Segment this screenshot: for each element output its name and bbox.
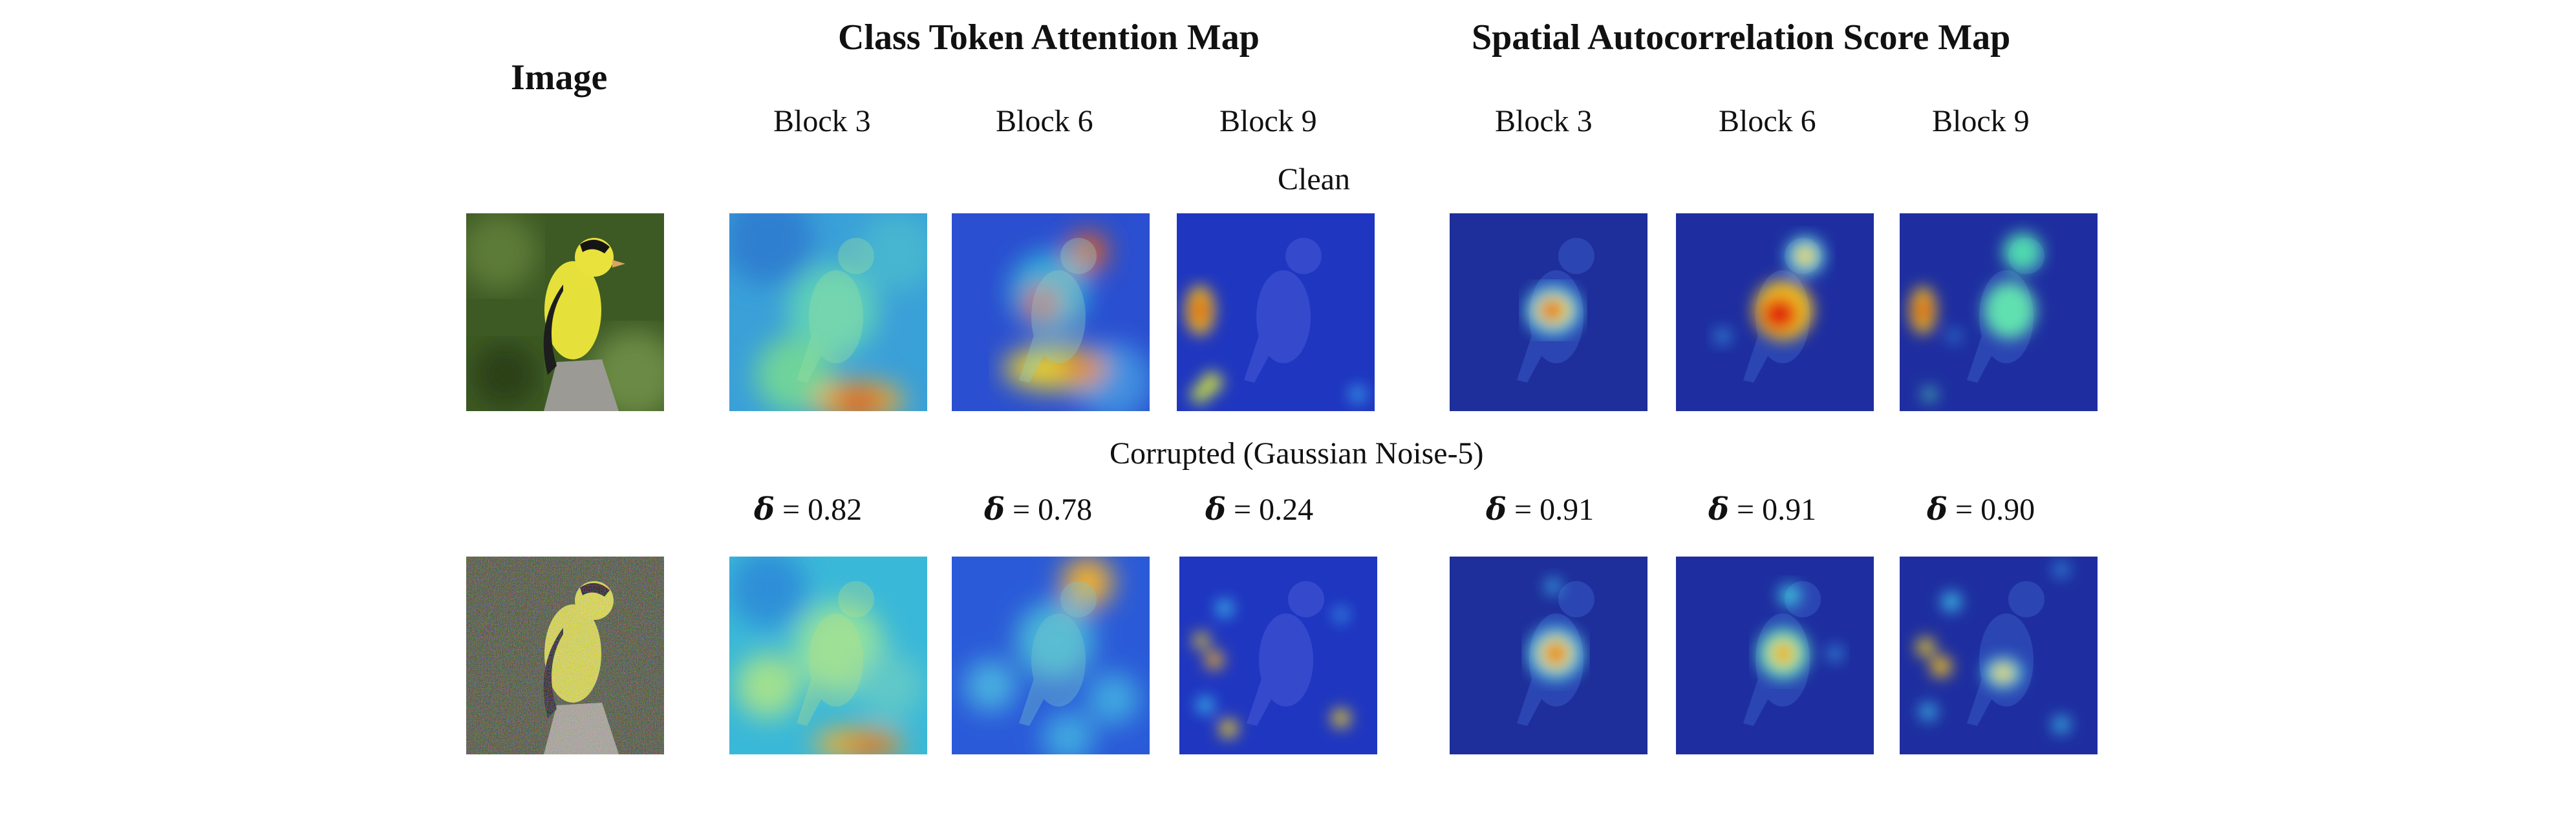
heatmap-corrupted-sac-block6 [1676, 557, 1874, 754]
delta-value: δ = 0.78 [984, 491, 1093, 527]
heatmap-corrupted-cls-block3 [729, 557, 927, 754]
column-header: Block 6 [996, 104, 1093, 138]
bird-image-corrupted [466, 557, 664, 754]
bird-image-clean [466, 213, 664, 411]
delta-symbol: δ [1708, 491, 1730, 527]
heatmap-clean-sac-block3 [1450, 213, 1648, 411]
column-header: Block 9 [1932, 104, 2030, 138]
delta-value: δ = 0.90 [1927, 491, 2035, 527]
spatial-autocorrelation-header: Spatial Autocorrelation Score Map [1472, 17, 2011, 58]
heatmap-corrupted-cls-block6 [952, 557, 1150, 754]
row-label-clean: Clean [1278, 162, 1350, 197]
delta-symbol: δ [754, 491, 775, 527]
delta-symbol: δ [1205, 491, 1227, 527]
column-header: Block 9 [1219, 104, 1317, 138]
delta-value: δ = 0.82 [754, 491, 863, 527]
class-token-attention-header: Class Token Attention Map [838, 17, 1260, 58]
heatmap-corrupted-sac-block3 [1450, 557, 1648, 754]
delta-symbol: δ [1927, 491, 1948, 527]
heatmap-corrupted-sac-block9 [1900, 557, 2098, 754]
column-header: Block 6 [1719, 104, 1816, 138]
column-header: Block 3 [1495, 104, 1593, 138]
delta-value: δ = 0.24 [1205, 491, 1314, 527]
heatmap-clean-sac-block6 [1676, 213, 1874, 411]
delta-value: δ = 0.91 [1708, 491, 1817, 527]
heatmap-clean-cls-block9 [1177, 213, 1375, 411]
image-column-header: Image [511, 58, 608, 98]
heatmap-corrupted-cls-block9 [1179, 557, 1377, 754]
delta-symbol: δ [1486, 491, 1507, 527]
heatmap-clean-cls-block3 [729, 213, 927, 411]
heatmap-clean-cls-block6 [952, 213, 1150, 411]
delta-value: δ = 0.91 [1486, 491, 1594, 527]
heatmap-clean-sac-block9 [1900, 213, 2098, 411]
column-header: Block 3 [773, 104, 871, 138]
delta-symbol: δ [984, 491, 1005, 527]
row-label-corrupted: Corrupted (Gaussian Noise-5) [1110, 436, 1484, 471]
